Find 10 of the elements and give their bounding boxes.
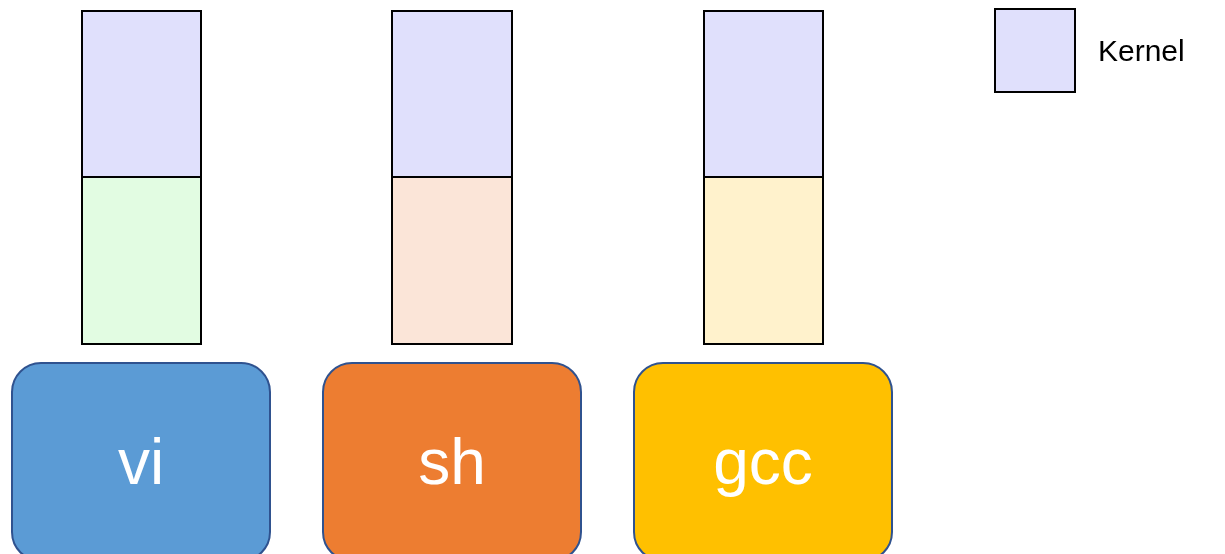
process-box: sh <box>322 362 582 554</box>
process-box: vi <box>11 362 271 554</box>
memory-segment <box>703 176 824 345</box>
legend-label: Kernel <box>1098 34 1185 68</box>
memory-segment <box>391 10 513 178</box>
memory-segment <box>703 10 824 178</box>
memory-segment <box>391 176 513 345</box>
memory-segment <box>81 176 202 345</box>
process-box: gcc <box>633 362 893 554</box>
memory-segment <box>81 10 202 178</box>
